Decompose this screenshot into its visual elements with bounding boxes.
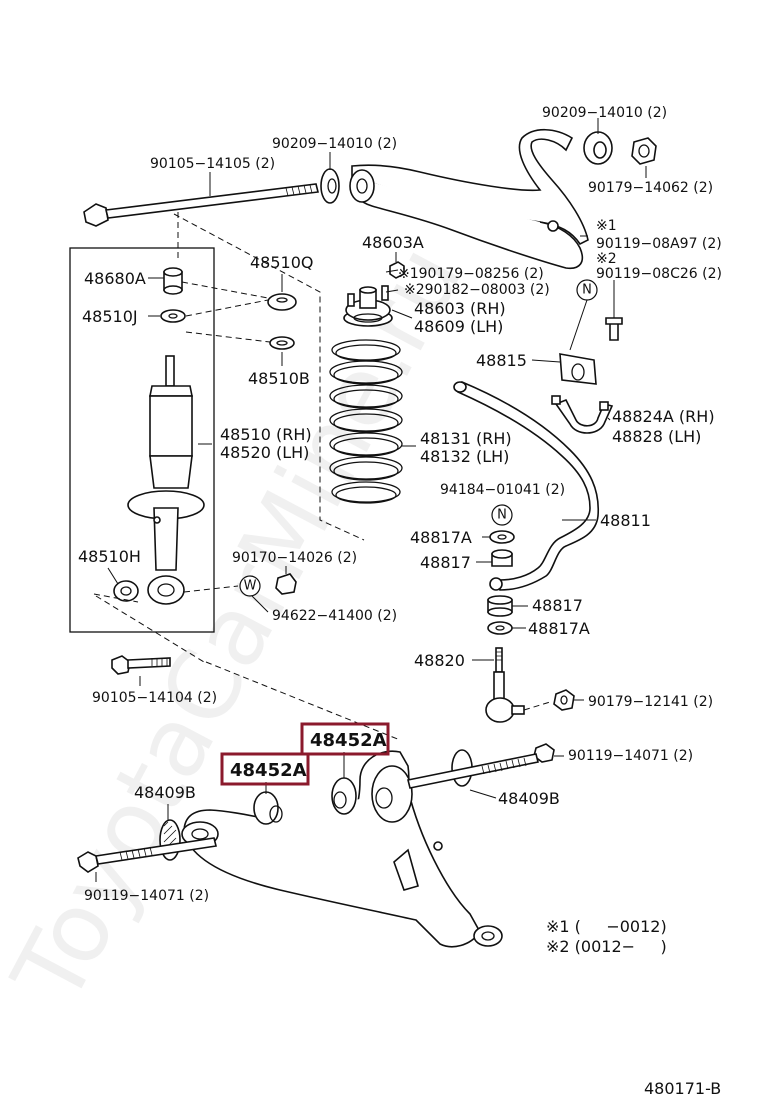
label-48452a-left: 48452A bbox=[230, 760, 307, 781]
footnote-1: ※1 ( −0012) bbox=[546, 917, 667, 936]
label-48811: 48811 bbox=[600, 511, 651, 530]
link-cushion-48817-top bbox=[491, 549, 513, 567]
stabilizer-bar bbox=[453, 380, 600, 591]
label-48817-top: 48817 bbox=[420, 553, 471, 572]
shock-bushing-48680a bbox=[163, 267, 183, 295]
label-48680a: 48680A bbox=[84, 269, 146, 288]
label-90179-12141: 90179−12141 (2) bbox=[588, 694, 713, 710]
label-90209-14010-top: 90209−14010 (2) bbox=[542, 105, 667, 121]
label-48409b-left: 48409B bbox=[134, 783, 196, 802]
w-mark: W bbox=[239, 575, 261, 597]
svg-text:N: N bbox=[582, 283, 592, 298]
highlight-box-48452a-right bbox=[300, 722, 390, 756]
label-94622-41400: 94622−41400 (2) bbox=[272, 608, 397, 624]
stabilizer-bracket bbox=[551, 395, 614, 434]
svg-text:W: W bbox=[244, 579, 257, 594]
coil-spring bbox=[329, 339, 403, 504]
link-cushion-48817a-top bbox=[489, 530, 515, 544]
lower-control-arm bbox=[181, 750, 503, 948]
label-48131-rh: 48131 (RH) bbox=[420, 429, 512, 448]
label-note2-mark: ※2 bbox=[596, 251, 617, 267]
label-48510q: 48510Q bbox=[250, 253, 314, 272]
shock-washer-48510b bbox=[269, 336, 295, 350]
footnote-2: ※2 (0012− ) bbox=[546, 937, 667, 956]
upper-arm-left-bushing bbox=[320, 168, 340, 204]
label-90105-14105: 90105−14105 (2) bbox=[150, 156, 275, 172]
label-48815: 48815 bbox=[476, 351, 527, 370]
label-90119-14071-left: 90119−14071 (2) bbox=[84, 888, 209, 904]
link-cushion-48817a-bottom bbox=[487, 621, 513, 635]
label-48817-bottom: 48817 bbox=[532, 596, 583, 615]
dash-line bbox=[523, 701, 551, 711]
upper-arm-nut bbox=[631, 137, 657, 165]
highlight-box-48452a-left bbox=[220, 752, 310, 786]
link-cushion-48817-bottom bbox=[487, 595, 513, 617]
label-48603-rh: 48603 (RH) bbox=[414, 299, 506, 318]
label-90170-14026: 90170−14026 (2) bbox=[232, 550, 357, 566]
label-94184-01041: 94184−01041 (2) bbox=[440, 482, 565, 498]
label-48132-lh: 48132 (LH) bbox=[420, 447, 509, 466]
label-48603a: 48603A bbox=[362, 233, 424, 252]
label-48510j: 48510J bbox=[82, 307, 138, 326]
shock-lower-nut bbox=[275, 573, 297, 595]
label-48828-lh: 48828 (LH) bbox=[612, 427, 701, 446]
dash-line bbox=[205, 661, 401, 741]
label-48510b: 48510B bbox=[248, 369, 310, 388]
label-48409b-right: 48409B bbox=[498, 789, 560, 808]
label-290182-08003: ※290182−08003 (2) bbox=[404, 282, 550, 298]
label-90119-08c26: 90119−08C26 (2) bbox=[596, 266, 722, 282]
lower-arm-bolt-right bbox=[407, 743, 555, 789]
label-note1-mark: ※1 bbox=[596, 218, 617, 234]
label-48510h: 48510H bbox=[78, 547, 141, 566]
dash-line bbox=[183, 585, 239, 593]
shock-bushing-48510q bbox=[267, 293, 297, 311]
bracket-bolt bbox=[605, 317, 623, 341]
shock-washer-48510j bbox=[160, 309, 186, 323]
upper-arm-bushing bbox=[583, 131, 613, 165]
shock-lower-bushing-48510h bbox=[113, 580, 139, 602]
dash-line bbox=[181, 281, 269, 299]
label-190179-08256: ※190179−08256 (2) bbox=[398, 266, 544, 282]
label-48817a-bottom: 48817A bbox=[528, 619, 590, 638]
label-48609-lh: 48609 (LH) bbox=[414, 317, 503, 336]
label-48824a-rh: 48824A (RH) bbox=[612, 407, 715, 426]
shock-lower-bolt bbox=[111, 655, 171, 675]
shock-absorber bbox=[127, 355, 205, 605]
label-90119-14071-right: 90119−14071 (2) bbox=[568, 748, 693, 764]
figure-number: 480171-B bbox=[644, 1079, 721, 1098]
dash-line bbox=[93, 593, 139, 603]
label-48817a-top: 48817A bbox=[410, 528, 472, 547]
label-48452a-right: 48452A bbox=[310, 730, 387, 751]
svg-text:N: N bbox=[497, 508, 507, 523]
link-nut-90179-12141 bbox=[553, 689, 575, 711]
dash-line bbox=[95, 595, 205, 663]
stabilizer-link bbox=[485, 647, 525, 723]
spring-upper-seat bbox=[343, 285, 393, 327]
n-mark-lower: N bbox=[491, 504, 513, 526]
label-90179-14062: 90179−14062 (2) bbox=[588, 180, 713, 196]
label-48510-rh: 48510 (RH) bbox=[220, 425, 312, 444]
label-48820: 48820 bbox=[414, 651, 465, 670]
label-90119-08a97: 90119−08A97 (2) bbox=[596, 236, 722, 252]
dash-line bbox=[173, 213, 365, 541]
label-48520-lh: 48520 (LH) bbox=[220, 443, 309, 462]
upper-control-arm bbox=[349, 128, 589, 270]
n-mark-upper: N bbox=[576, 279, 598, 301]
label-90209-14010-left: 90209−14010 (2) bbox=[272, 136, 397, 152]
stabilizer-bushing bbox=[559, 353, 597, 385]
label-90105-14104: 90105−14104 (2) bbox=[92, 690, 217, 706]
shock-absorber-frame bbox=[69, 247, 215, 633]
upper-arm-bolt bbox=[83, 183, 319, 227]
dash-line bbox=[185, 331, 271, 343]
lower-arm-bolt-left bbox=[77, 837, 217, 873]
lower-arm-bushing-right bbox=[331, 777, 357, 815]
dash-line bbox=[185, 299, 269, 317]
